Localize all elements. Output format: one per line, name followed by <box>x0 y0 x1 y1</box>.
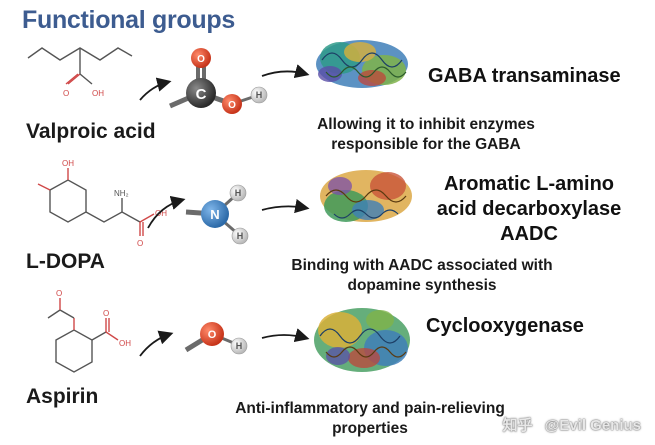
enzyme-line: acid decarboxylase <box>436 198 622 220</box>
structure-label: O <box>103 309 109 318</box>
hydrogen-atom <box>229 184 247 202</box>
watermark-author: @Evil Genius <box>544 417 641 434</box>
carbon-atom <box>186 78 216 108</box>
enzyme-cyclooxygenase: Cyclooxygenase <box>426 314 584 339</box>
amine-group-model <box>185 184 249 245</box>
arrow <box>261 328 310 343</box>
nitrogen-atom <box>201 200 229 228</box>
structure-label: O <box>56 289 62 298</box>
atom-label: N <box>210 207 219 222</box>
enzyme-line: AADC <box>500 223 558 245</box>
watermark: 知乎 @Evil Genius <box>503 414 641 435</box>
arrow <box>147 195 186 229</box>
atom-label: O <box>208 329 217 341</box>
structure-label: O <box>137 239 143 248</box>
oxygen-atom <box>191 48 211 68</box>
enzyme-line: Aromatic L-amino <box>443 173 615 195</box>
atom-label: C <box>196 86 207 103</box>
description-aspirin: Anti-inflammatory and pain-relieving pro… <box>200 399 540 439</box>
valproic-acid-structure <box>27 47 133 85</box>
structure-label: OH <box>155 209 167 218</box>
description-line: dopamine synthesis <box>347 277 497 294</box>
carboxyl-group-model <box>169 48 268 114</box>
aadc-protein-image <box>320 170 412 222</box>
watermark-brand: 知乎 <box>502 417 533 434</box>
title: Functional groups <box>22 6 235 34</box>
oxygen-atom <box>222 94 242 114</box>
description-line: responsible for the GABA <box>331 136 521 153</box>
structure-label: OH <box>62 159 74 168</box>
arrow <box>261 64 310 79</box>
hydrogen-atom <box>231 227 249 245</box>
aspirin-structure <box>47 298 119 373</box>
structure-label: O <box>63 89 69 98</box>
atom-label: O <box>228 100 236 111</box>
hydroxyl-group-model <box>184 322 248 355</box>
description-line: Binding with AADC associated with <box>291 257 553 274</box>
hydrogen-atom <box>250 86 268 104</box>
enzyme-line: Cyclooxygenase <box>426 315 584 337</box>
arrow <box>261 198 310 214</box>
arrow <box>139 330 174 357</box>
structure-label: OH <box>119 339 131 348</box>
drug-name-l-dopa: L-DOPA <box>26 250 105 273</box>
atom-label: H <box>237 231 244 241</box>
enzyme-aadc: Aromatic L-amino acid decarboxylase AADC <box>424 172 634 247</box>
drug-name-valproic-acid: Valproic acid <box>26 120 156 143</box>
arrow <box>139 77 172 101</box>
oxygen-atom <box>200 322 224 346</box>
description-line: properties <box>332 420 408 437</box>
description-l-dopa: Binding with AADC associated with dopami… <box>252 256 592 296</box>
enzyme-line: GABA transaminase <box>428 65 621 87</box>
enzyme-gaba-transaminase: GABA transaminase <box>428 64 621 89</box>
gaba-transaminase-protein-image <box>316 40 408 88</box>
description-line: Anti-inflammatory and pain-relieving <box>235 400 505 417</box>
atom-label: H <box>235 188 242 198</box>
atom-label: H <box>256 90 263 100</box>
cyclooxygenase-protein-image <box>314 308 410 372</box>
structure-label: NH₂ <box>114 189 129 198</box>
l-dopa-structure <box>37 168 155 236</box>
structure-label: OH <box>92 89 104 98</box>
description-line: Allowing it to inhibit enzymes <box>317 116 535 133</box>
drug-name-aspirin: Aspirin <box>26 385 99 408</box>
atom-label: O <box>197 54 205 65</box>
atom-label: H <box>236 341 243 351</box>
description-valproic-acid: Allowing it to inhibit enzymes responsib… <box>276 115 576 155</box>
hydrogen-atom <box>230 337 248 355</box>
